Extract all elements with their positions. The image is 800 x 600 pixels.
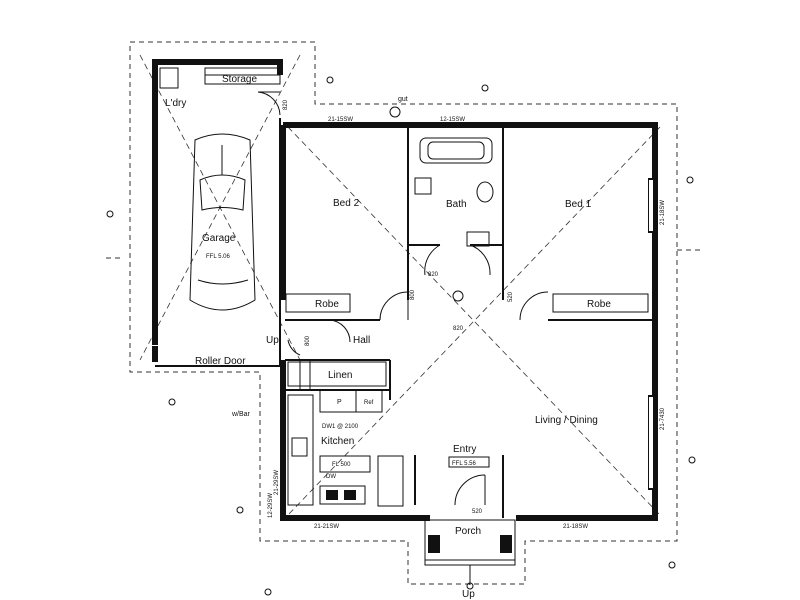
dim-door-820-hall: 820 <box>453 326 464 332</box>
dim-bottom-right: 21-18SW <box>563 524 588 530</box>
dim-left-upper: 21-29SW <box>274 470 280 495</box>
label-living: Living / Dining <box>535 415 598 426</box>
dim-right-lower: 21-7430 <box>660 407 666 430</box>
label-robe-left: Robe <box>315 299 339 310</box>
label-bath: Bath <box>446 199 467 210</box>
dim-bottom-left: 21-21SW <box>314 524 339 530</box>
kitchen-joinery <box>287 359 404 507</box>
label-ref: Ref <box>364 400 374 406</box>
label-garage-ffl: FFL 5.06 <box>206 254 230 260</box>
survey-markers <box>106 76 696 596</box>
bath-fixtures <box>414 137 494 247</box>
dim-door-800-hall: 800 <box>305 335 311 346</box>
dim-door-820-bath: 820 <box>428 272 439 278</box>
label-dw-note: DW1 @ 2100 <box>322 424 359 430</box>
dim-door-520-bed1: 520 <box>508 291 514 302</box>
eave-outlines <box>105 41 700 585</box>
entry-ffl-box <box>448 456 490 468</box>
label-pantry: P <box>337 399 342 406</box>
label-storage: Storage <box>222 74 257 85</box>
dim-door-820-top: 820 <box>283 99 289 110</box>
laundry-storage <box>159 67 281 116</box>
label-ldry: L'dry <box>165 98 186 109</box>
car-outline <box>189 133 256 311</box>
robes <box>285 293 649 313</box>
porch-steps <box>424 519 516 585</box>
house-walls <box>280 122 658 521</box>
dim-door-800: 800 <box>410 289 416 300</box>
dim-left-lower: 12-29SW <box>268 493 274 518</box>
dim-top-left: 21-15SW <box>328 117 353 123</box>
label-wbar: w/Bar <box>231 411 251 418</box>
label-fl: FL 500 <box>332 462 351 468</box>
dim-door-520-entry: 520 <box>472 509 483 515</box>
label-linen: Linen <box>328 370 352 381</box>
label-entry-ffl: FFL 5.56 <box>452 461 476 467</box>
label-gut: gut <box>398 96 408 103</box>
label-up-left: Up <box>266 335 279 346</box>
dim-right-upper: 21-18SW <box>660 200 666 225</box>
door-swings <box>287 244 549 506</box>
window-markers <box>648 178 654 490</box>
label-robe-right: Robe <box>587 299 611 310</box>
label-kitchen: Kitchen <box>321 436 354 447</box>
room-labels: L'dry Storage Garage FFL 5.06 Roller Doo… <box>165 74 611 600</box>
dimension-labels: 21-15SW 12-15SW 21-18SW 21-7430 21-21SW … <box>268 99 666 530</box>
label-garage: Garage <box>202 233 236 244</box>
label-hall: Hall <box>353 335 370 346</box>
label-dw: DW <box>326 474 336 480</box>
label-entry: Entry <box>453 444 476 455</box>
label-bed2: Bed 2 <box>333 198 360 209</box>
label-bed1: Bed 1 <box>565 199 592 210</box>
dim-top-mid: 12-15SW <box>440 117 465 123</box>
label-up-bottom: Up <box>462 589 475 600</box>
label-roller-door: Roller Door <box>195 356 246 367</box>
label-porch: Porch <box>455 526 481 537</box>
